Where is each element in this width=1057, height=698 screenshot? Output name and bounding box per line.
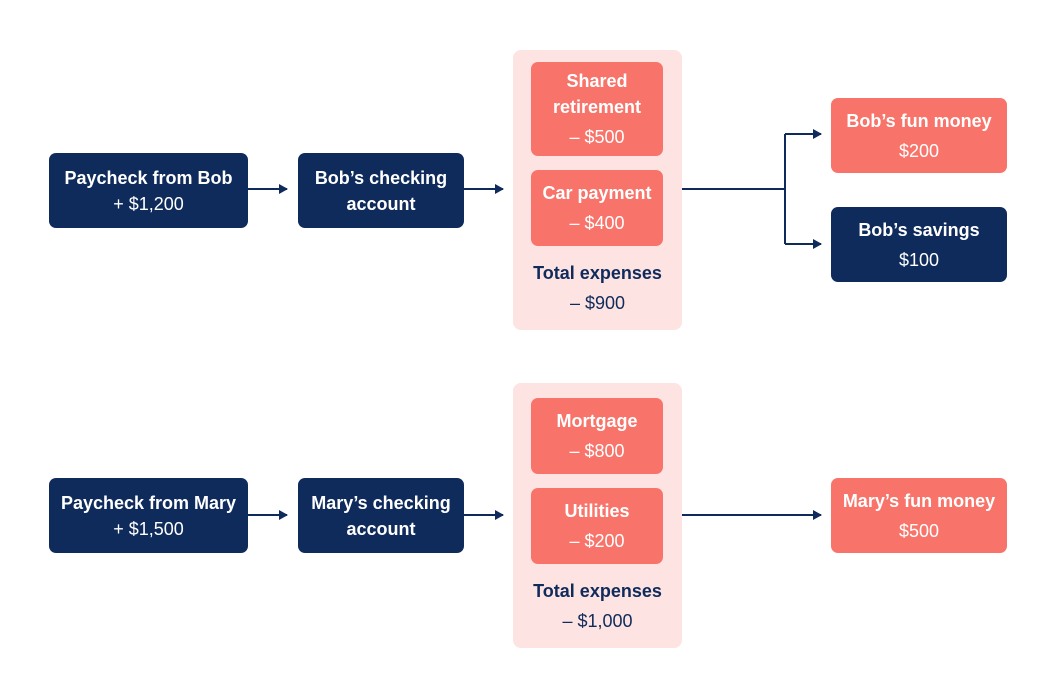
total-expenses-label: Total expenses bbox=[533, 581, 662, 601]
mary-checking-label-line2: account bbox=[346, 518, 416, 539]
bob-expense-shared-retirement: Shared retirement – $500 bbox=[531, 62, 663, 156]
bob-paycheck-label: Paycheck from Bob bbox=[64, 167, 233, 188]
expense-amount: – $800 bbox=[569, 441, 625, 461]
bob-total-expenses: Total expenses – $900 bbox=[513, 258, 682, 318]
expense-label: Car payment bbox=[542, 183, 652, 203]
mary-paycheck-box: Paycheck from Mary + $1,500 bbox=[49, 478, 248, 553]
expense-amount: – $500 bbox=[569, 127, 625, 147]
mary-expense-mortgage: Mortgage – $800 bbox=[531, 398, 663, 474]
bob-checking-box: Bob’s checking account bbox=[298, 153, 464, 228]
total-expenses-amount: – $1,000 bbox=[562, 611, 633, 631]
expense-amount: – $400 bbox=[569, 213, 625, 233]
mary-checking-label-line1: Mary’s checking bbox=[311, 492, 451, 513]
mary-total-expenses: Total expenses – $1,000 bbox=[513, 576, 682, 636]
total-expenses-label: Total expenses bbox=[533, 263, 662, 283]
mary-fun-money-box: Mary’s fun money $500 bbox=[831, 478, 1007, 553]
bob-expenses-group: Shared retirement – $500 Car payment – $… bbox=[513, 50, 682, 330]
expense-label-line2: retirement bbox=[552, 97, 642, 117]
bob-expense-car-payment: Car payment – $400 bbox=[531, 170, 663, 246]
mary-expenses-group: Mortgage – $800 Utilities – $200 Total e… bbox=[513, 383, 682, 648]
bob-fun-money-box: Bob’s fun money $200 bbox=[831, 98, 1007, 173]
expense-label: Mortgage bbox=[556, 411, 638, 431]
expense-label-line1: Shared bbox=[566, 71, 628, 91]
bob-checking-label-line2: account bbox=[346, 193, 416, 214]
mary-fun-money-label: Mary’s fun money bbox=[842, 490, 996, 511]
bob-savings-amount: $100 bbox=[898, 249, 940, 270]
expense-label: Utilities bbox=[564, 501, 630, 521]
mary-paycheck-label: Paycheck from Mary bbox=[60, 492, 237, 513]
total-expenses-amount: – $900 bbox=[569, 293, 626, 313]
arrow-bob-expenses-split bbox=[682, 134, 786, 244]
bob-fun-money-label: Bob’s fun money bbox=[846, 110, 992, 131]
bob-paycheck-amount: + $1,200 bbox=[113, 193, 184, 214]
bob-savings-label: Bob’s savings bbox=[858, 219, 980, 240]
bob-fun-money-amount: $200 bbox=[898, 140, 940, 161]
expense-amount: – $200 bbox=[569, 531, 625, 551]
bob-paycheck-box: Paycheck from Bob + $1,200 bbox=[49, 153, 248, 228]
mary-expense-utilities: Utilities – $200 bbox=[531, 488, 663, 564]
bob-savings-box: Bob’s savings $100 bbox=[831, 207, 1007, 282]
mary-fun-money-amount: $500 bbox=[898, 520, 940, 541]
mary-paycheck-amount: + $1,500 bbox=[113, 518, 184, 539]
bob-checking-label-line1: Bob’s checking bbox=[314, 167, 448, 188]
mary-checking-box: Mary’s checking account bbox=[298, 478, 464, 553]
